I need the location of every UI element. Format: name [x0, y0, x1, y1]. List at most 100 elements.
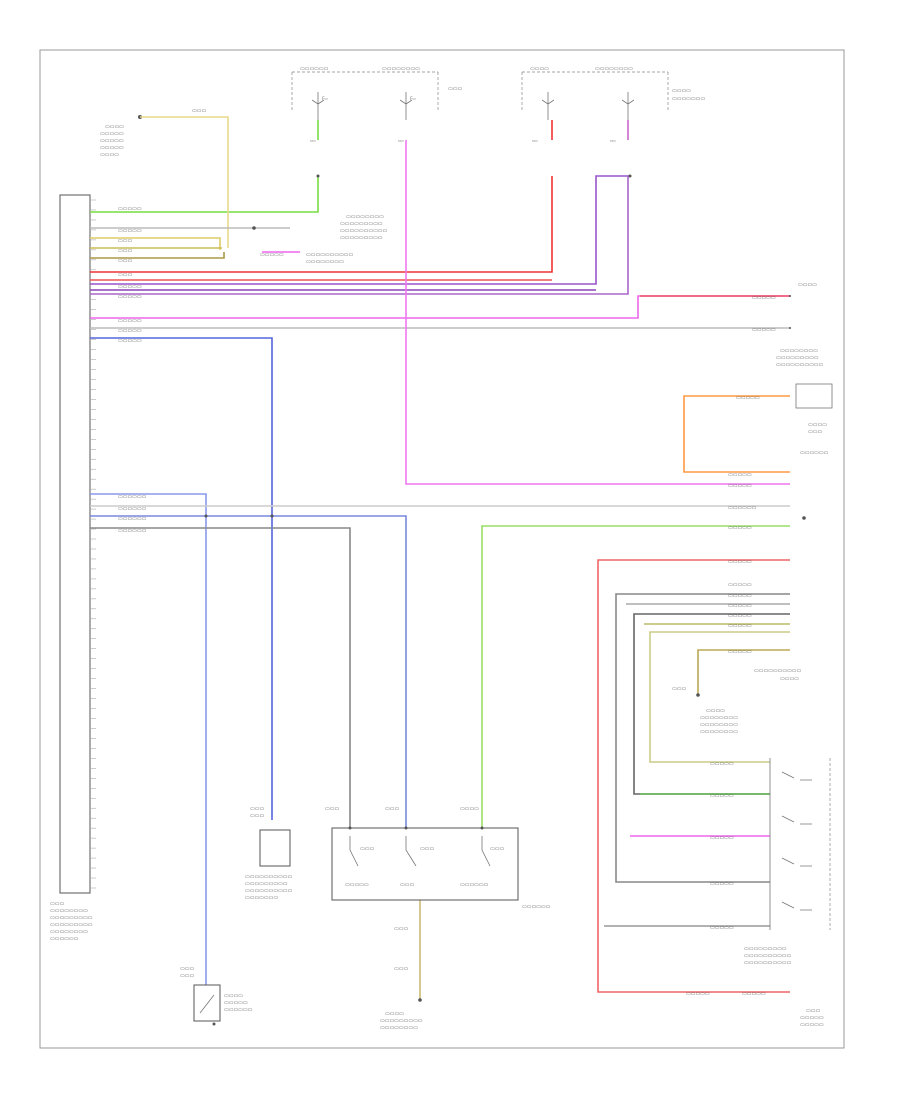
- svg-text:▭▭▭▭▭▭: ▭▭▭▭▭▭: [460, 882, 489, 888]
- wire-orange-1: [683, 395, 790, 473]
- svg-text:▭▭▭▭▭▭: ▭▭▭▭▭▭: [300, 66, 329, 72]
- svg-text:▭▭▭▭▭▭▭▭: ▭▭▭▭▭▭▭▭: [382, 66, 420, 72]
- svg-text:▭▭▭▭▭: ▭▭▭▭▭: [118, 206, 142, 212]
- diagram-frame: [39, 49, 845, 1049]
- svg-text:▭▭▭▭▭▭▭▭▭▭: ▭▭▭▭▭▭▭▭▭▭: [744, 953, 792, 959]
- svg-text:▭▭▭▭▭: ▭▭▭▭▭: [736, 395, 760, 401]
- svg-text:▭▭▭: ▭▭▭: [250, 813, 264, 819]
- svg-text:▭▭▭▭▭▭▭▭▭: ▭▭▭▭▭▭▭▭▭: [50, 915, 93, 921]
- wire-green-1: [90, 176, 319, 213]
- svg-text:▭▭▭: ▭▭▭: [250, 806, 264, 812]
- svg-text:▭▭▭▭▭: ▭▭▭▭▭: [710, 835, 734, 841]
- svg-text:▭▭▭▭: ▭▭▭▭: [385, 1011, 404, 1017]
- wire-olive-3: [649, 631, 790, 763]
- svg-text:▭▭▭: ▭▭▭: [672, 686, 686, 692]
- svg-text:▭▭▭▭▭: ▭▭▭▭▭: [728, 525, 752, 531]
- ground-symbol-mid-right: ▭▭▭ ▭▭▭▭ ▭▭▭▭▭▭▭▭ ▭▭▭▭▭▭▭▭ ▭▭▭▭▭▭▭▭: [672, 686, 738, 735]
- svg-text:▭▭▭▭▭▭▭▭: ▭▭▭▭▭▭▭▭: [380, 1025, 418, 1031]
- svg-text:▭▭▭: ▭▭▭: [118, 238, 132, 244]
- svg-text:▭▭▭▭▭: ▭▭▭▭▭: [100, 138, 124, 144]
- svg-text:▭▭▭: ▭▭▭: [420, 846, 434, 852]
- svg-text:▭▭▭▭▭: ▭▭▭▭▭: [710, 881, 734, 887]
- svg-text:▭▭▭▭▭: ▭▭▭▭▭: [728, 472, 752, 478]
- wire-harness: [90, 116, 790, 1000]
- svg-text:▭▭▭▭▭▭▭▭▭▭: ▭▭▭▭▭▭▭▭▭▭: [340, 228, 388, 234]
- wire-olive-4: [697, 649, 790, 695]
- svg-text:▭▭▭▭▭: ▭▭▭▭▭: [118, 338, 142, 344]
- svg-text:▭▭▭: ▭▭▭: [394, 926, 408, 932]
- svg-text:▭▭▭▭▭: ▭▭▭▭▭: [728, 483, 752, 489]
- svg-text:▭▭▭▭▭▭▭▭: ▭▭▭▭▭▭▭▭: [700, 722, 738, 728]
- brake-switch-sensor: ▭▭▭ ▭▭▭ ▭▭▭▭ ▭▭▭▭▭ ▭▭▭▭▭▭: [180, 966, 253, 1026]
- wire-blue-3: [90, 515, 407, 828]
- svg-text:▭▭▭▭▭▭▭▭: ▭▭▭▭▭▭▭▭: [595, 66, 633, 72]
- svg-text:▭▭▭▭▭▭▭▭▭: ▭▭▭▭▭▭▭▭▭: [245, 881, 288, 887]
- ground-connector-top-left: ▭▭▭▭ ▭▭▭▭▭ ▭▭▭▭▭ ▭▭▭▭▭ ▭▭▭▭: [100, 115, 142, 158]
- wire-red-1: [90, 176, 553, 273]
- svg-text:▭▭▭▭: ▭▭▭▭: [105, 124, 124, 130]
- svg-text:▭▭▭▭▭▭▭▭▭▭: ▭▭▭▭▭▭▭▭▭▭: [245, 874, 293, 880]
- svg-text:▭▭▭▭▭: ▭▭▭▭▭: [118, 228, 142, 234]
- svg-text:▭▭▭▭▭: ▭▭▭▭▭: [710, 793, 734, 799]
- svg-text:▭▭▭▭▭▭▭: ▭▭▭▭▭▭▭: [245, 895, 278, 901]
- svg-text:▭▭▭▭: ▭▭▭▭: [780, 676, 799, 682]
- svg-text:▭▭▭▭▭: ▭▭▭▭▭: [686, 991, 710, 997]
- svg-text:▭▭▭▭▭▭▭▭: ▭▭▭▭▭▭▭▭: [700, 729, 738, 735]
- svg-text:▭▭▭▭▭: ▭▭▭▭▭: [800, 1022, 824, 1028]
- svg-text:▭▭▭▭▭: ▭▭▭▭▭: [800, 1015, 824, 1021]
- svg-text:▭▭▭: ▭▭▭: [192, 108, 206, 114]
- svg-text:▭▭▭▭▭▭▭▭▭: ▭▭▭▭▭▭▭▭▭: [340, 235, 383, 241]
- svg-text:▭▭▭▭▭: ▭▭▭▭▭: [728, 559, 752, 565]
- svg-text:▭▭▭▭▭▭▭▭▭▭: ▭▭▭▭▭▭▭▭▭▭: [306, 252, 354, 258]
- svg-text:▭▭▭: ▭▭▭: [118, 258, 132, 264]
- svg-text:▭▭▭: ▭▭▭: [118, 272, 132, 278]
- wire-pink-long: [405, 140, 790, 485]
- svg-text:▭▭▭▭▭: ▭▭▭▭▭: [118, 328, 142, 334]
- svg-text:▭▭▭: ▭▭▭: [400, 882, 414, 888]
- svg-text:▭▭▭▭▭: ▭▭▭▭▭: [728, 613, 752, 619]
- svg-text:▭▭▭▭▭▭▭▭: ▭▭▭▭▭▭▭▭: [700, 715, 738, 721]
- wire-blue-2: [90, 493, 207, 985]
- svg-text:▭▭▭▭▭: ▭▭▭▭▭: [742, 991, 766, 997]
- svg-text:▭▭▭▭▭▭: ▭▭▭▭▭▭: [50, 936, 79, 942]
- svg-text:▭▭▭▭▭: ▭▭▭▭▭: [118, 284, 142, 290]
- wire-olive-1: [90, 252, 225, 259]
- svg-text:F▭: F▭: [410, 96, 416, 102]
- svg-text:▭▭: ▭▭: [398, 139, 404, 144]
- svg-text:▭▭▭▭▭: ▭▭▭▭▭: [752, 327, 776, 333]
- svg-text:▭▭▭▭▭▭: ▭▭▭▭▭▭: [118, 528, 147, 534]
- svg-text:▭▭▭: ▭▭▭: [394, 966, 408, 972]
- fuse-block-right: ▭▭▭▭ ▭▭▭▭▭▭▭▭ ▭▭▭▭ ▭▭▭▭▭▭▭ ▭▭ ▭▭: [521, 66, 705, 144]
- svg-text:▭▭: ▭▭: [310, 139, 316, 144]
- svg-text:F▭: F▭: [322, 96, 328, 102]
- svg-text:▭▭▭: ▭▭▭: [180, 973, 194, 979]
- svg-text:▭▭▭▭▭▭: ▭▭▭▭▭▭: [224, 1007, 253, 1013]
- wire-gray-7: [633, 613, 790, 795]
- svg-text:▭▭▭▭: ▭▭▭▭: [808, 422, 827, 428]
- svg-text:▭▭▭▭▭: ▭▭▭▭▭: [100, 145, 124, 151]
- svg-text:▭▭▭: ▭▭▭: [806, 1008, 820, 1014]
- wire-green-2: [481, 525, 790, 828]
- wire-red-2: [597, 559, 790, 993]
- fuse-block-left: ▭▭▭▭▭▭ ▭▭▭▭▭▭▭▭ ▭▭▭ F▭ F▭ ▭▭ ▭▭: [291, 66, 462, 144]
- svg-text:▭▭▭▭▭: ▭▭▭▭▭: [728, 603, 752, 609]
- wire-labels: ▭▭▭▭▭ ▭▭▭▭▭ ▭▭▭ ▭▭▭ ▭▭▭ ▭▭▭ ▭▭▭▭▭ ▭▭▭▭▭ …: [118, 108, 776, 997]
- svg-text:▭▭▭▭▭▭: ▭▭▭▭▭▭: [800, 450, 829, 456]
- wire-gray-5: [615, 593, 790, 883]
- svg-text:▭▭▭▭▭: ▭▭▭▭▭: [710, 925, 734, 931]
- svg-text:▭▭▭▭▭▭▭▭▭: ▭▭▭▭▭▭▭▭▭: [340, 221, 383, 227]
- svg-text:▭▭▭▭▭: ▭▭▭▭▭: [728, 649, 752, 655]
- svg-text:▭▭▭: ▭▭▭: [118, 248, 132, 254]
- svg-text:▭▭▭▭▭▭: ▭▭▭▭▭▭: [118, 506, 147, 512]
- svg-text:▭▭▭: ▭▭▭: [385, 806, 399, 812]
- svg-text:▭▭▭▭: ▭▭▭▭: [224, 993, 243, 999]
- svg-text:▭▭▭▭▭▭▭▭: ▭▭▭▭▭▭▭▭: [306, 259, 344, 265]
- svg-text:▭▭▭▭▭: ▭▭▭▭▭: [728, 623, 752, 629]
- speed-sensor-component: ▭▭▭ ▭▭▭ ▭▭▭▭▭▭▭▭▭▭ ▭▭▭▭▭▭▭▭▭ ▭▭▭▭▭▭▭▭▭▭ …: [245, 806, 293, 901]
- svg-text:▭▭▭▭: ▭▭▭▭: [460, 806, 479, 812]
- svg-text:▭▭: ▭▭: [532, 139, 538, 144]
- svg-text:▭▭▭▭▭▭▭▭▭▭: ▭▭▭▭▭▭▭▭▭▭: [744, 960, 792, 966]
- svg-text:▭▭▭▭: ▭▭▭▭: [530, 66, 549, 72]
- svg-text:▭▭▭: ▭▭▭: [325, 806, 339, 812]
